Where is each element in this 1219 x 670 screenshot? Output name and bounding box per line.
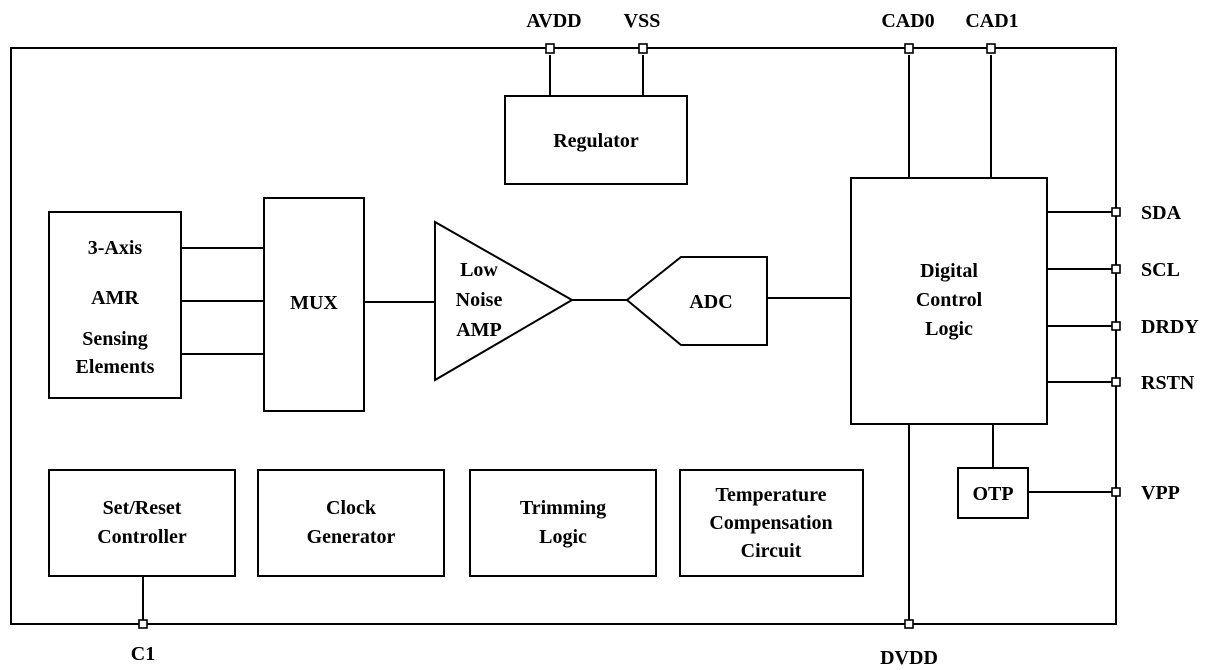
pin-sda-marker	[1111, 207, 1121, 217]
tempcomp-label-line1: Temperature	[715, 484, 826, 506]
trimming-label-line1: Trimming	[520, 497, 606, 519]
pin-label-c1: C1	[131, 643, 155, 665]
pin-vpp-marker	[1111, 487, 1121, 497]
lna-label-line2: Noise	[456, 289, 503, 311]
pin-label-vss: VSS	[624, 10, 661, 32]
pin-label-avdd: AVDD	[526, 10, 581, 32]
otp-block	[957, 467, 1029, 519]
digital-control-logic-block	[850, 177, 1048, 425]
pin-label-sda: SDA	[1141, 202, 1182, 224]
pin-label-dvdd: DVDD	[880, 647, 938, 669]
lna-label-line1: Low	[460, 259, 498, 281]
pin-markers	[138, 43, 1121, 629]
pin-vss-marker	[638, 43, 648, 54]
setreset-label-line2: Controller	[97, 526, 187, 548]
pin-c1-marker	[138, 619, 148, 629]
pin-rstn-marker	[1111, 377, 1121, 387]
lna-label-line3: AMP	[456, 319, 502, 341]
adc-label: ADC	[689, 291, 732, 313]
lna-block	[434, 220, 575, 382]
digital-label-line3: Logic	[925, 318, 973, 340]
pin-label-cad0: CAD0	[881, 10, 934, 32]
trimming-label-line2: Logic	[539, 526, 587, 548]
pin-label-vpp: VPP	[1141, 482, 1180, 504]
regulator-block	[504, 95, 688, 185]
pin-drdy-marker	[1111, 321, 1121, 331]
digital-label-line2: Control	[916, 289, 983, 311]
pin-label-scl: SCL	[1141, 259, 1180, 281]
pin-scl-marker	[1111, 264, 1121, 274]
pin-cad1-marker	[986, 43, 996, 54]
sensing-label-line2: AMR	[91, 287, 139, 309]
mux-label: MUX	[290, 292, 338, 314]
pin-avdd-marker	[545, 43, 555, 54]
digital-label-line1: Digital	[920, 260, 978, 282]
pin-label-drdy: DRDY	[1141, 316, 1199, 338]
adc-block	[625, 256, 768, 346]
pin-label-cad1: CAD1	[965, 10, 1018, 32]
chip-outline	[10, 47, 1117, 625]
trimming-logic-block	[469, 469, 657, 577]
connection-wires	[142, 55, 1116, 624]
setreset-controller-block	[48, 469, 236, 577]
sensing-label-line3: Sensing	[82, 328, 148, 350]
tempcomp-label-line3: Circuit	[741, 540, 802, 562]
temperature-compensation-block	[679, 469, 864, 577]
clock-generator-block	[257, 469, 445, 577]
regulator-label: Regulator	[553, 130, 639, 152]
sensing-elements-block	[48, 211, 182, 399]
clock-label-line1: Clock	[326, 497, 377, 519]
mux-block	[263, 197, 365, 412]
sensing-label-line1: 3-Axis	[88, 237, 143, 259]
clock-label-line2: Generator	[307, 526, 396, 548]
pin-cad0-marker	[904, 43, 914, 54]
setreset-label-line1: Set/Reset	[103, 497, 182, 519]
pin-dvdd-marker	[904, 619, 914, 629]
tempcomp-label-line2: Compensation	[709, 512, 832, 534]
pin-label-rstn: RSTN	[1141, 372, 1195, 394]
sensing-label-line4: Elements	[76, 356, 155, 378]
otp-label: OTP	[972, 483, 1013, 505]
